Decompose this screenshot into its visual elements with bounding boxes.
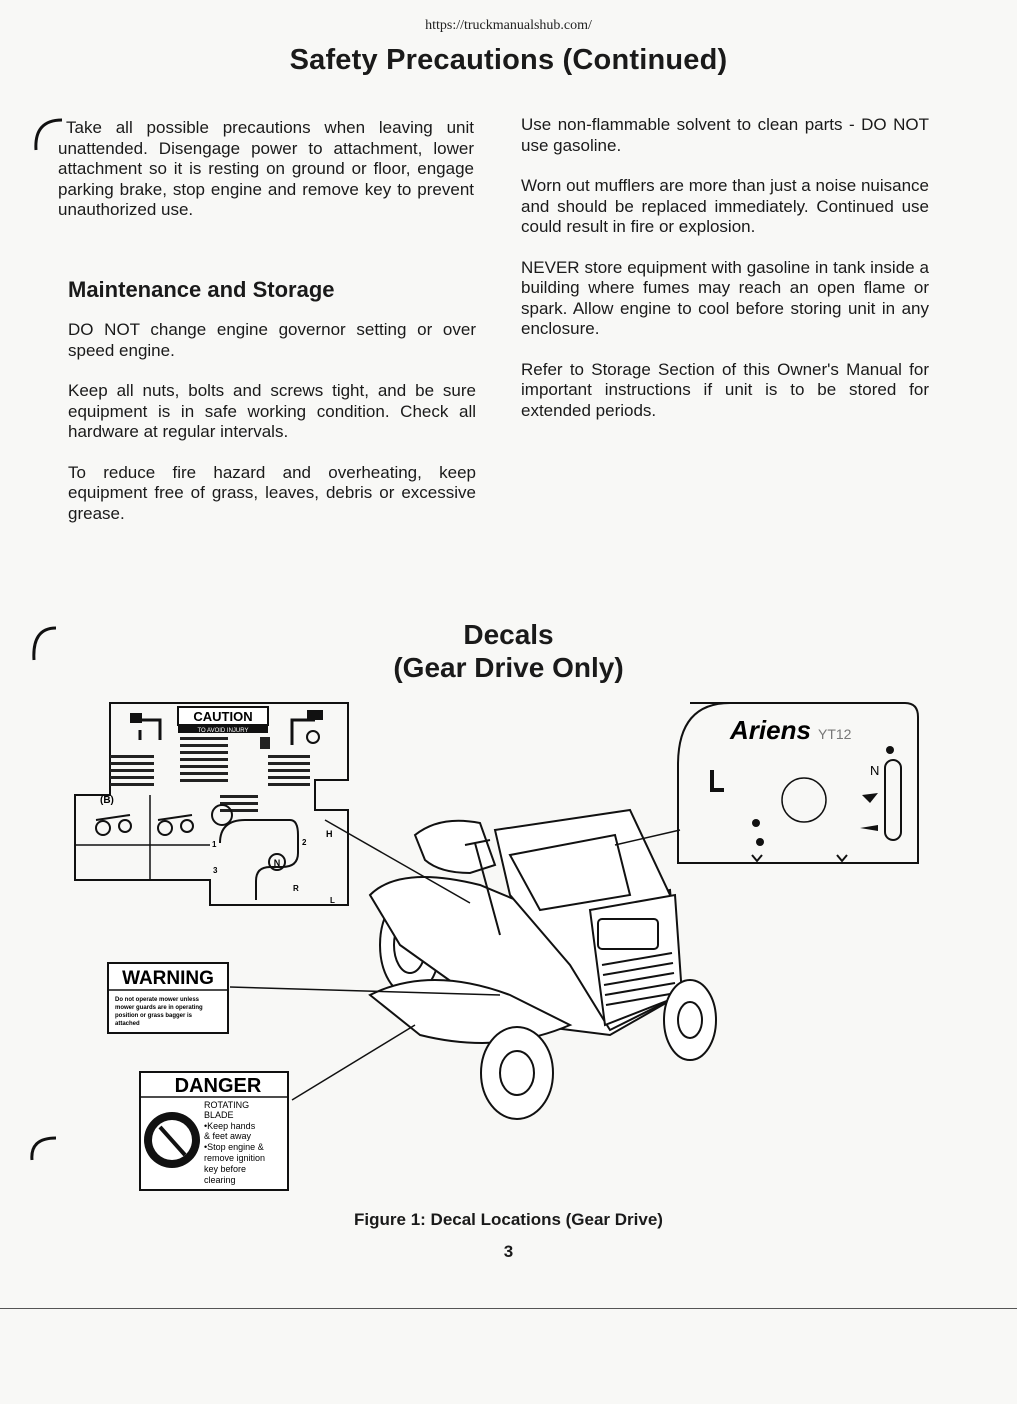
- danger-line-6: remove ignition: [204, 1153, 265, 1163]
- right-paragraph-3: NEVER store equipment with gasoline in t…: [521, 257, 929, 339]
- footer-rule: [0, 1308, 1017, 1309]
- shift-1: 1: [212, 840, 217, 849]
- maintenance-paragraph-3: To reduce fire hazard and overheating, k…: [68, 462, 476, 523]
- maintenance-column: DO NOT change engine governor setting or…: [68, 320, 476, 544]
- maintenance-heading: Maintenance and Storage: [68, 277, 335, 302]
- figure-caption: Figure 1: Decal Locations (Gear Drive): [354, 1210, 663, 1229]
- danger-line-2: BLADE: [204, 1110, 234, 1120]
- shift-2: 2: [302, 838, 307, 847]
- warning-line-2: mower guards are in operating: [115, 1005, 203, 1011]
- warning-label: WARNING: [122, 968, 214, 989]
- svg-text:(B): (B): [100, 795, 114, 806]
- decal-figure: CAUTION TO AVOID INJURY (B) N H 2 1: [74, 702, 919, 1191]
- page-number: 3: [503, 1242, 514, 1261]
- ariens-brand: Ariens: [729, 715, 811, 745]
- right-paragraph-4: Refer to Storage Section of this Owner's…: [521, 359, 929, 420]
- danger-line-8: clearing: [204, 1175, 236, 1185]
- warning-line-1: Do not operate mower unless: [115, 997, 200, 1003]
- warning-line-4: attached: [115, 1021, 140, 1027]
- maintenance-paragraph-2: Keep all nuts, bolts and screws tight, a…: [68, 381, 476, 441]
- right-paragraph-1: Use non-flammable solvent to clean parts…: [521, 115, 929, 155]
- shift-r: R: [293, 884, 299, 893]
- shift-h: H: [326, 829, 333, 839]
- caution-label: CAUTION: [193, 709, 252, 724]
- shift-l: L: [330, 896, 335, 905]
- danger-line-3: •Keep hands: [204, 1121, 256, 1131]
- ariens-model: YT12: [818, 726, 852, 742]
- danger-decal: DANGER ROTATING BLADE •Keep hands & feet…: [139, 1071, 289, 1191]
- corner-mark-icon: [30, 1136, 57, 1161]
- left-column: Take all possible precautions when leavi…: [58, 118, 474, 241]
- maintenance-paragraph-1: DO NOT change engine governor setting or…: [68, 320, 476, 360]
- warning-line-3: position or grass bagger is: [115, 1013, 193, 1019]
- corner-mark-icon: [32, 626, 57, 661]
- page-title: Safety Precautions (Continued): [289, 44, 728, 76]
- corner-mark-icon: [34, 118, 63, 151]
- caution-sub: TO AVOID INJURY: [197, 728, 248, 734]
- right-paragraph-2: Worn out mufflers are more than just a n…: [521, 176, 929, 236]
- tractor-illustration: [229, 808, 717, 1120]
- decals-heading: Decals (Gear Drive Only): [393, 619, 624, 683]
- danger-label: DANGER: [175, 1075, 262, 1097]
- right-column: Use non-flammable solvent to clean parts…: [521, 115, 929, 441]
- danger-line-5: •Stop engine &: [204, 1142, 264, 1152]
- warning-decal: WARNING Do not operate mower unless mowe…: [107, 962, 229, 1034]
- ariens-dash-decal: Ariens YT12 N: [677, 702, 919, 864]
- header-url: https://truckmanualshub.com/: [425, 18, 592, 33]
- panel-n: N: [870, 763, 879, 778]
- danger-line-1: ROTATING: [204, 1100, 249, 1110]
- shift-n: N: [274, 858, 281, 868]
- shift-3: 3: [213, 866, 218, 875]
- danger-line-7: key before: [204, 1164, 246, 1174]
- intro-paragraph: Take all possible precautions when leavi…: [58, 118, 474, 219]
- caution-shift-decal: CAUTION TO AVOID INJURY (B) N H 2 1: [74, 702, 349, 906]
- danger-line-4: & feet away: [204, 1131, 252, 1141]
